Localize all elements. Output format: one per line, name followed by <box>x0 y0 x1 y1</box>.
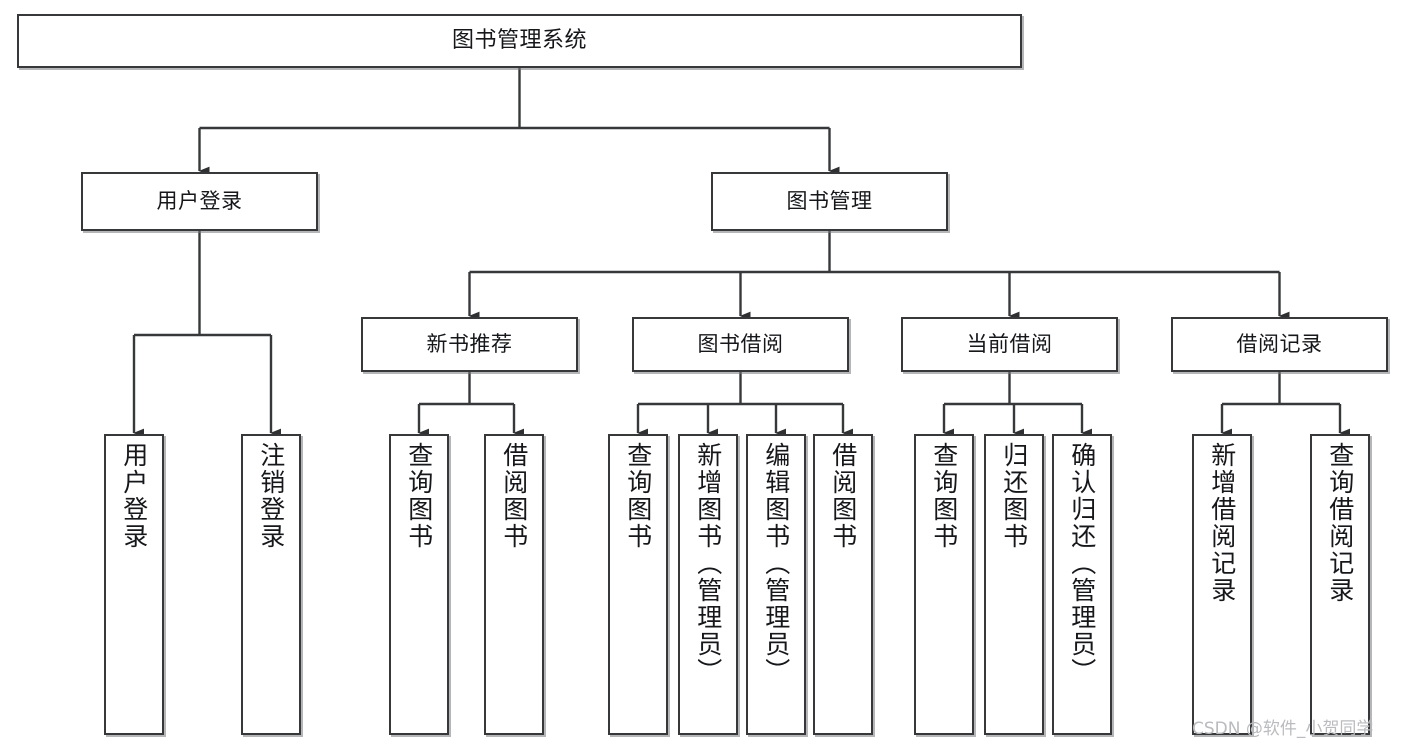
node-label: 用户登录 <box>119 442 149 550</box>
node-borrow-record[interactable]: 借阅记录 <box>1171 317 1388 372</box>
node-leaf-user-logout[interactable]: 注销登录 <box>241 434 301 735</box>
node-book-manage[interactable]: 图书管理 <box>711 172 948 231</box>
node-leaf-user-login[interactable]: 用户登录 <box>104 434 164 735</box>
node-label: 图书管理系统 <box>451 28 587 54</box>
node-user-login[interactable]: 用户登录 <box>81 172 318 231</box>
node-label: 借阅记录 <box>1236 332 1323 357</box>
edge-group <box>132 68 1351 438</box>
node-leaf-borrow-book-2[interactable]: 借阅图书 <box>813 434 873 735</box>
node-label: 查询图书 <box>404 442 434 550</box>
node-label: 图书管理 <box>786 189 873 214</box>
node-leaf-query-book-2[interactable]: 查询图书 <box>608 434 668 735</box>
node-leaf-confirm-return[interactable]: 确认归还（管理员） <box>1052 434 1112 735</box>
node-label: 图书借阅 <box>697 332 784 357</box>
node-root[interactable]: 图书管理系统 <box>17 14 1022 68</box>
node-label: 新增借阅记录 <box>1207 442 1237 604</box>
node-label: 查询图书 <box>929 442 959 550</box>
node-leaf-query-record[interactable]: 查询借阅记录 <box>1310 434 1370 735</box>
node-label: 查询借阅记录 <box>1325 442 1355 604</box>
node-label: 借阅图书 <box>499 442 529 550</box>
node-label: 确认归还（管理员） <box>1067 442 1097 685</box>
node-book-borrow[interactable]: 图书借阅 <box>632 317 849 372</box>
node-label: 新书推荐 <box>426 332 513 357</box>
node-leaf-edit-book[interactable]: 编辑图书（管理员） <box>746 434 806 735</box>
node-leaf-add-record[interactable]: 新增借阅记录 <box>1192 434 1252 735</box>
node-label: 查询图书 <box>623 442 653 550</box>
node-label: 用户登录 <box>156 189 243 214</box>
node-label: 注销登录 <box>256 442 286 550</box>
node-leaf-add-book[interactable]: 新增图书（管理员） <box>678 434 738 735</box>
node-label: 归还图书 <box>999 442 1029 550</box>
watermark-text: CSDN @软件_小贺同学 <box>1192 719 1374 739</box>
node-current-borrow[interactable]: 当前借阅 <box>901 317 1118 372</box>
node-label: 借阅图书 <box>828 442 858 550</box>
node-label: 当前借阅 <box>966 332 1053 357</box>
node-leaf-return-book[interactable]: 归还图书 <box>984 434 1044 735</box>
node-leaf-borrow-book-1[interactable]: 借阅图书 <box>484 434 544 735</box>
node-leaf-query-book-3[interactable]: 查询图书 <box>914 434 974 735</box>
node-leaf-query-book-1[interactable]: 查询图书 <box>389 434 449 735</box>
node-label: 新增图书（管理员） <box>693 442 723 685</box>
node-label: 编辑图书（管理员） <box>761 442 791 685</box>
node-new-book-rec[interactable]: 新书推荐 <box>361 317 578 372</box>
